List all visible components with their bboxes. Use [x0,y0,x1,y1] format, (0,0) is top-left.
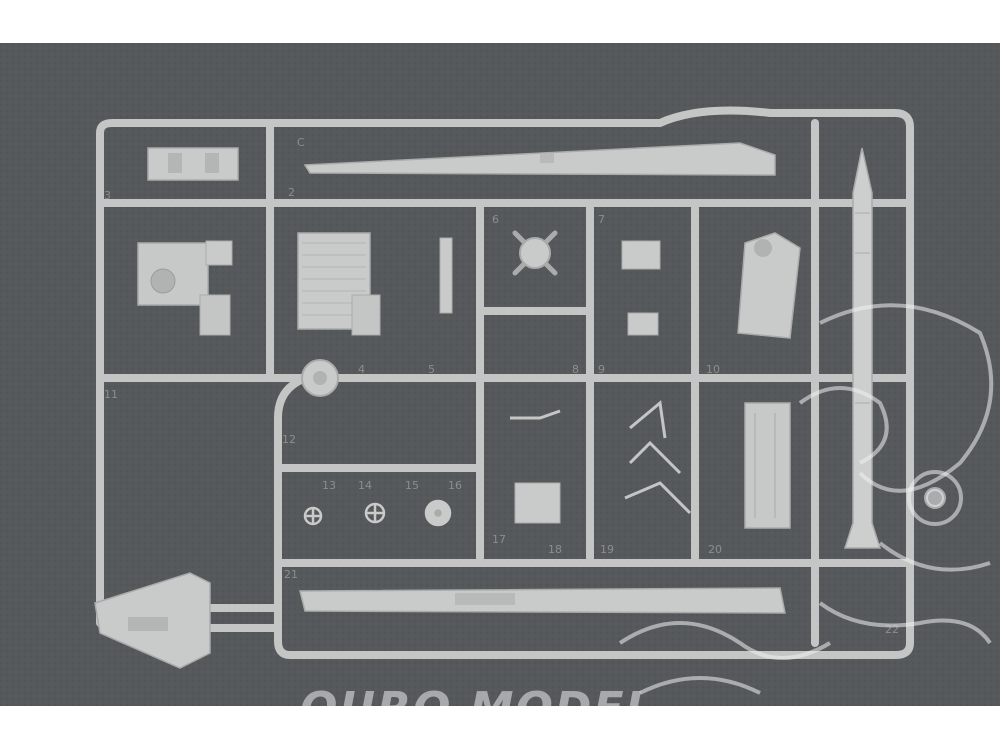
part-number-label: 12 [282,433,296,446]
part-number-label: 9 [598,363,605,376]
star-hub-part [512,230,558,276]
part-number-label: 3 [104,189,111,202]
part-number-label: 15 [405,479,419,492]
part-number-label: 8 [572,363,579,376]
thin-rod-part [439,237,453,314]
mascot-watermark-logo [618,303,994,695]
part-number-label: 5 [428,363,435,376]
upper-rail-part [303,142,776,176]
hand-wheels-part [303,499,452,527]
part-number-label: 21 [284,568,298,581]
part-number-label: 13 [322,479,336,492]
part-number-label: 16 [448,479,462,492]
sprue-drawing: C 2 3 4 5 6 7 8 9 10 11 12 13 14 15 16 1… [0,43,1000,706]
missile-part [843,147,882,549]
part-number-label: 7 [598,213,605,226]
sprue-frame [96,106,914,659]
side-panel-part [744,402,791,529]
part-number-label: 10 [706,363,720,376]
brand-watermark: OURO MODEL [300,683,656,706]
lower-rail-part [299,587,786,614]
small-block-part [627,312,659,336]
box-bracket-part [147,147,239,181]
mount-part [94,572,211,669]
turret-block-part [137,240,233,336]
part-number-label: 20 [708,543,722,556]
hub-wheel-part [301,359,339,397]
part-number-label: 11 [104,388,118,401]
part-number-label: 19 [600,543,614,556]
sprue-letter-label: C [297,136,305,149]
part-number-label: 18 [548,543,562,556]
part-number-label: 6 [492,213,499,226]
cradle-box-part [514,482,561,524]
grated-panel-part [297,232,381,336]
part-number-label: 17 [492,533,506,546]
a-frame-part [737,232,801,339]
small-box-part [621,240,661,270]
sprue-photo: C 2 3 4 5 6 7 8 9 10 11 12 13 14 15 16 1… [0,43,1000,706]
part-number-label: 14 [358,479,372,492]
part-number-label: 4 [358,363,365,376]
part-number-label: 2 [288,186,295,199]
linkage-parts [510,400,692,515]
